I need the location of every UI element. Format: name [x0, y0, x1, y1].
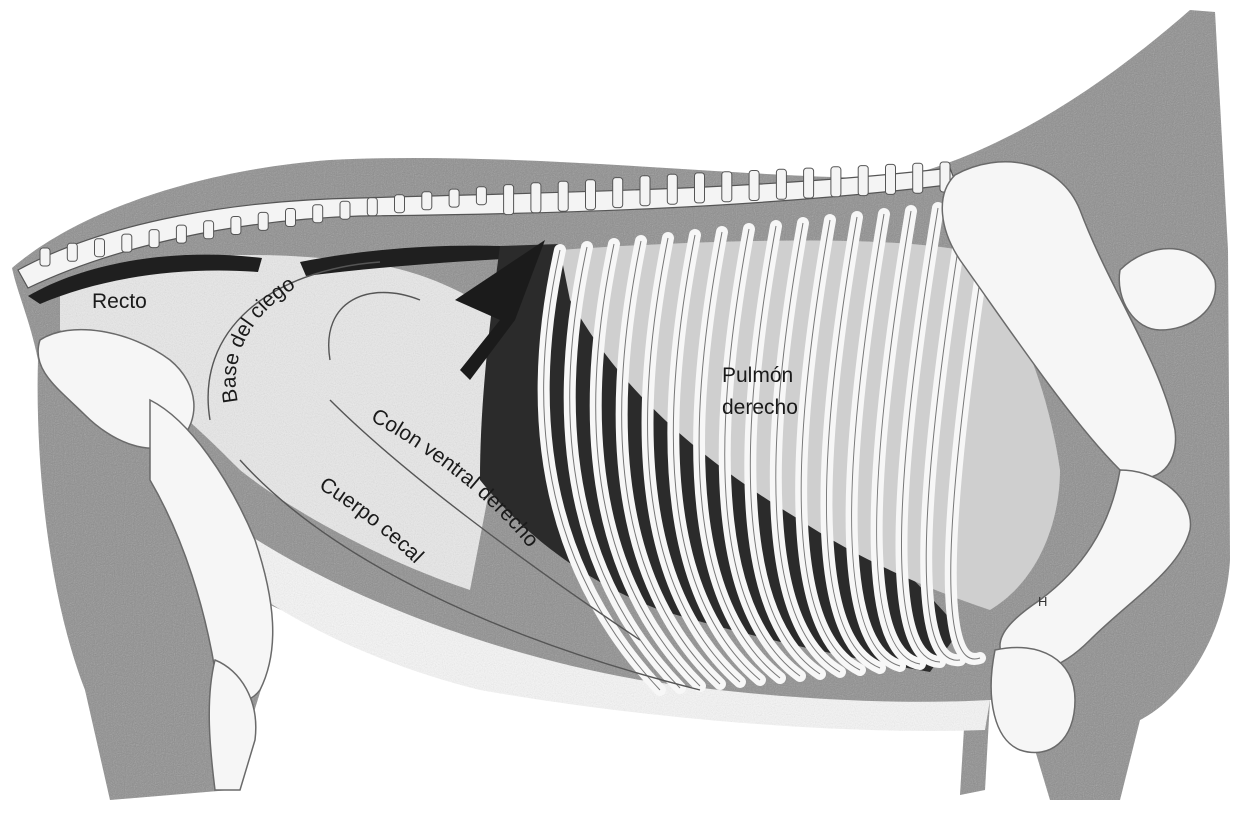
vertebra [204, 221, 214, 239]
vertebra [95, 239, 105, 257]
vertebra [67, 243, 77, 261]
vertebra [367, 198, 377, 216]
vertebra [122, 234, 132, 252]
vertebra [586, 180, 596, 210]
vertebra [804, 168, 814, 198]
label-h-mark: H [1038, 594, 1047, 609]
vertebra [313, 205, 323, 223]
vertebra [340, 201, 350, 219]
vertebra [613, 178, 623, 208]
vertebra [831, 167, 841, 197]
vertebra [913, 163, 923, 193]
vertebra [176, 225, 186, 243]
vertebra [531, 183, 541, 213]
vertebra [231, 217, 241, 235]
vertebra [749, 171, 759, 201]
vertebra [695, 173, 705, 203]
label-pulmon-derecho-line1: Pulmón [722, 364, 793, 387]
vertebra [149, 230, 159, 248]
vertebra [886, 164, 896, 194]
vertebra [40, 248, 50, 266]
vertebra [858, 166, 868, 196]
vertebra [558, 181, 568, 211]
vertebra [449, 189, 459, 207]
vertebra [776, 169, 786, 199]
label-recto: Recto [92, 290, 147, 313]
vertebra [286, 209, 296, 227]
vertebra [422, 192, 432, 210]
label-pulmon-derecho-line2: derecho [722, 396, 798, 419]
vertebra [504, 185, 514, 215]
vertebra [258, 212, 268, 230]
vertebra [395, 195, 405, 213]
vertebra [640, 176, 650, 206]
vertebra [667, 174, 677, 204]
vertebra [722, 172, 732, 202]
vertebra [476, 187, 486, 205]
